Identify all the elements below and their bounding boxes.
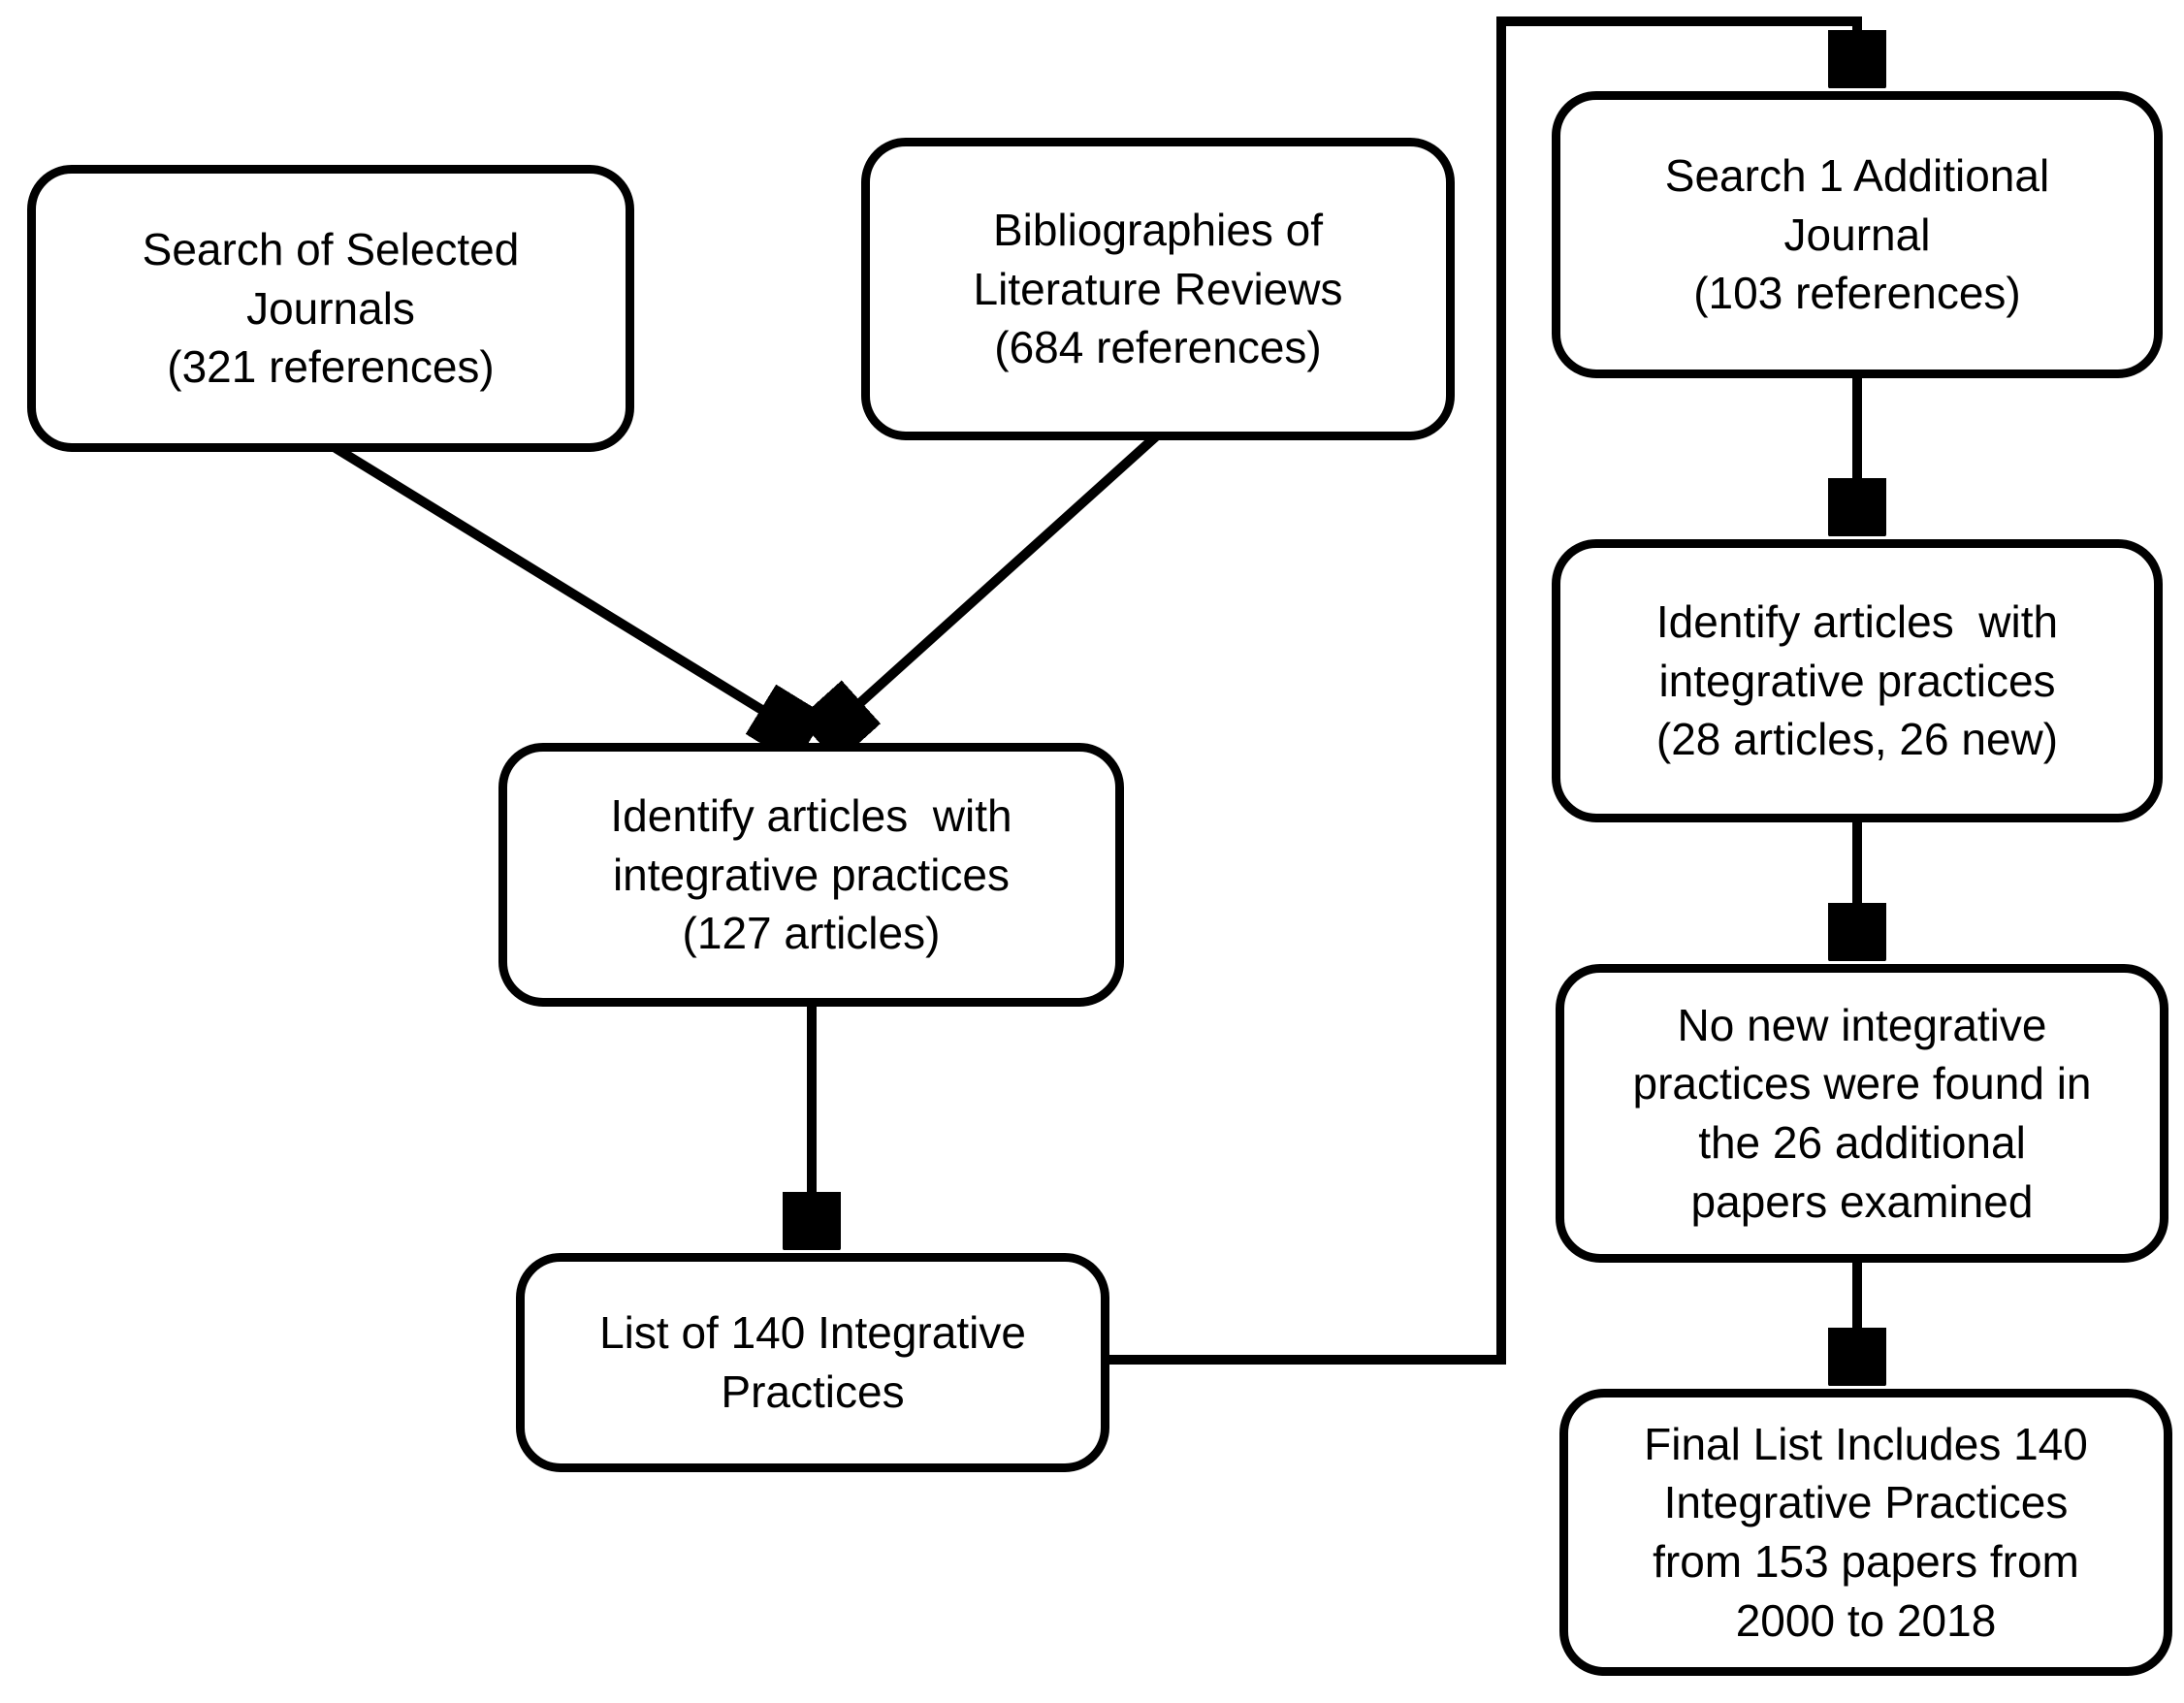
arrow-bibliographies-to-identify-127: [824, 433, 1160, 735]
flow-box-identify-articles-28: Identify articles with integrative pract…: [1552, 539, 2163, 822]
arrow-search-selected-to-identify-127: [333, 443, 803, 735]
flow-box-search-1-additional-journal: Search 1 Additional Journal (103 referen…: [1552, 91, 2163, 378]
arrow-list-140-to-search-additional: [1106, 16, 1857, 1365]
flow-box-identify-articles-127: Identify articles with integrative pract…: [498, 743, 1124, 1007]
flow-box-no-new-integrative-practices: No new integrative practices were found …: [1556, 964, 2168, 1263]
flow-box-search-selected-journals: Search of Selected Journals (321 referen…: [27, 165, 634, 452]
flow-box-bibliographies-of-literature-reviews: Bibliographies of Literature Reviews (68…: [861, 138, 1455, 440]
flow-box-final-list: Final List Includes 140 Integrative Prac…: [1559, 1389, 2172, 1676]
flow-box-list-of-140-integrative-practices: List of 140 Integrative Practices: [516, 1253, 1109, 1472]
